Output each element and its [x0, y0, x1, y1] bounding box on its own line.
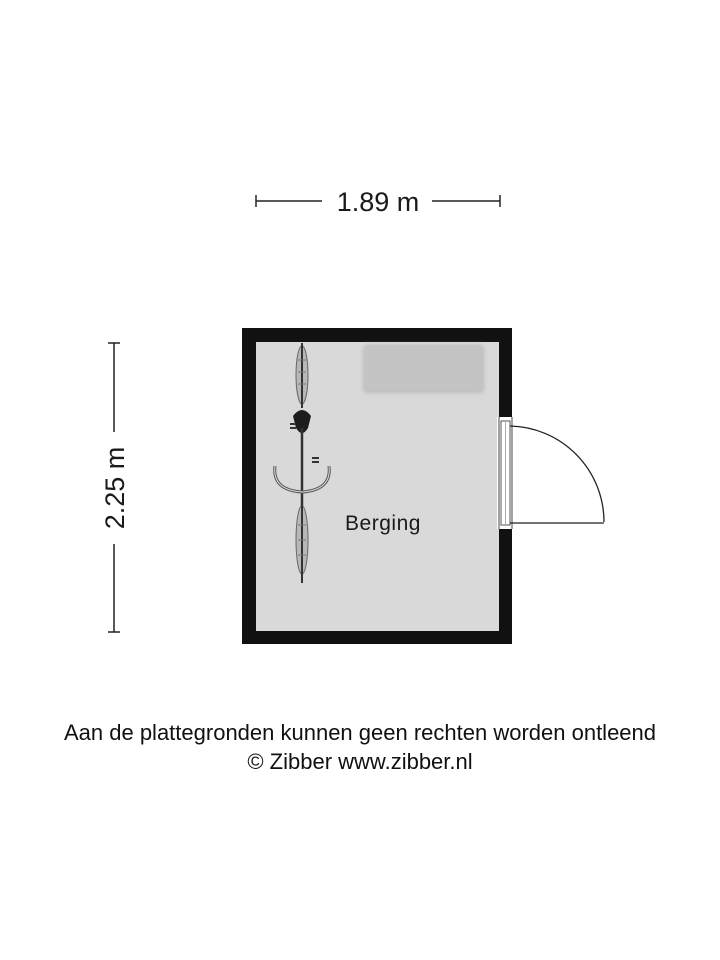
copyright-text: © Zibber www.zibber.nl	[247, 749, 473, 774]
width-dimension: 1.89 m	[255, 187, 501, 217]
bicycle-icon	[273, 343, 331, 583]
width-label: 1.89 m	[337, 187, 420, 217]
height-dimension: 2.25 m	[100, 342, 130, 633]
disclaimer-text: Aan de plattegronden kunnen geen rechten…	[63, 720, 657, 745]
height-label: 2.25 m	[100, 447, 130, 530]
storage-shelf	[363, 345, 484, 393]
door-swing	[509, 425, 605, 524]
room-label: Berging	[345, 512, 421, 535]
